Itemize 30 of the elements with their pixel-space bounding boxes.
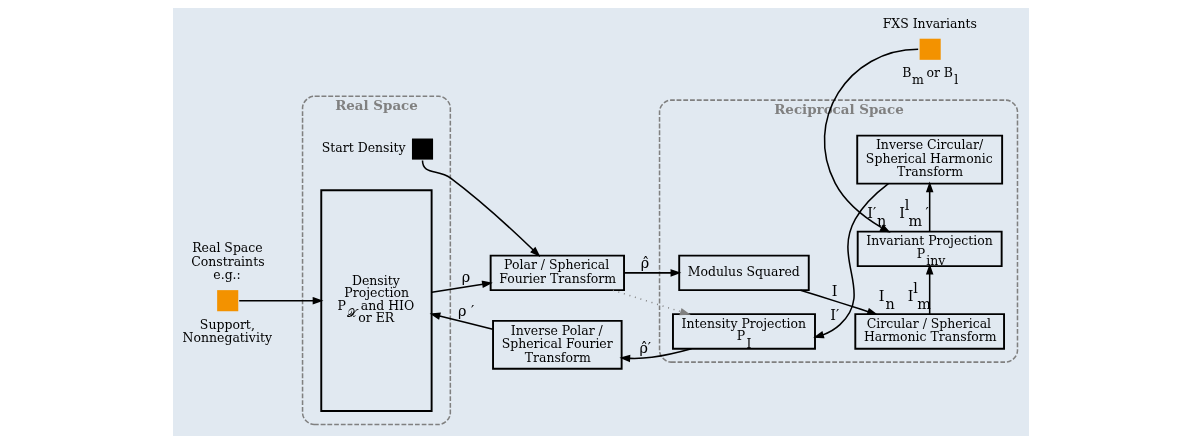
node-label: FXS Invariants [882,15,977,31]
node-label: Start Density [321,140,406,156]
node-box: Modulus Squared [678,254,810,292]
arrow [813,182,890,339]
node-box [919,38,941,60]
arrow [619,347,693,363]
arrow [925,263,934,315]
arrow [823,48,919,233]
node-box: Inverse Circular/ Spherical Harmonic Transform [856,134,1004,185]
arrow [429,312,494,330]
edge-label: ρ ′ [458,303,475,320]
edge-label: ρ̂ [640,255,650,272]
arrow [431,280,493,293]
node-box [411,138,434,160]
node-box: Polar / Spherical Fourier Transform [489,254,625,292]
arrow [623,269,682,277]
arrow [799,289,878,316]
node-box: Circular / Spherical Harmonic Transform [854,313,1005,350]
node-box: Inverse Polar / Spherical Fourier Transform [492,319,623,370]
arrow [421,159,541,257]
edge-label: I′ [830,306,840,323]
node-label: Support, Nonnegativity [182,316,272,346]
arrow [238,296,324,305]
arrow [925,181,934,233]
node-box [217,290,239,312]
edge-label: I [831,282,838,299]
edge-label: ρ [461,268,471,285]
arrow [612,289,691,316]
edge-label: ρ̂′ [639,339,652,356]
node-label: Real Space Constraints e.g.: [191,240,265,282]
